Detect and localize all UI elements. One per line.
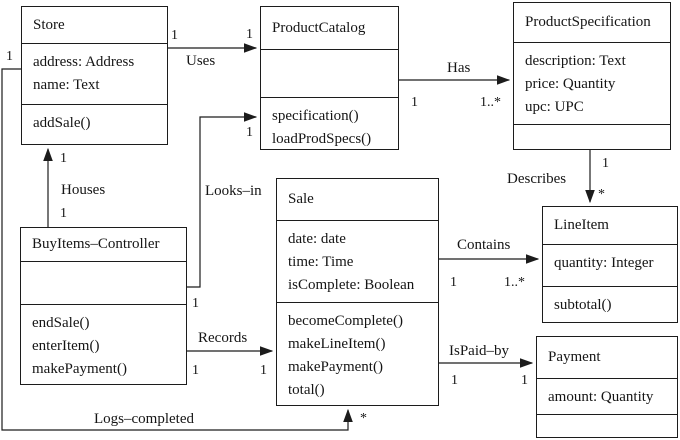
class-store-attributes: address: Address name: Text [22, 43, 167, 104]
class-buyitems-controller: BuyItems–Controller endSale() enterItem(… [20, 227, 187, 385]
method: makePayment() [32, 361, 127, 377]
attribute: time: Time [288, 254, 354, 270]
class-payment: Payment amount: Quantity [536, 336, 678, 438]
method: endSale() [32, 315, 90, 331]
ispaidby-label: IsPaid–by [449, 343, 509, 359]
uses-target-multiplicity: 1 [246, 27, 253, 42]
has-target-multiplicity: 1..* [480, 95, 501, 110]
class-store-name: Store [33, 16, 65, 33]
class-sale: Sale date: date time: Time isComplete: B… [276, 178, 439, 406]
attribute: quantity: Integer [554, 255, 654, 271]
class-buyitems-controller-name: BuyItems–Controller [32, 236, 160, 252]
describes-label: Describes [507, 171, 567, 187]
method: subtotal() [554, 297, 612, 313]
logscompleted-label: Logs–completed [94, 411, 194, 427]
records-target-multiplicity: 1 [260, 363, 267, 378]
attribute: name: Text [33, 77, 100, 93]
houses-target-multiplicity: 1 [60, 151, 67, 166]
attribute: address: Address [33, 54, 135, 70]
describes-target-multiplicity: * [598, 187, 605, 202]
method: specification() [272, 108, 359, 124]
class-payment-methods [537, 414, 677, 437]
uses-label: Uses [186, 53, 216, 69]
class-productcatalog-attributes [261, 49, 398, 97]
logscompleted-source-multiplicity: 1 [6, 49, 13, 64]
class-lineitem-attributes: quantity: Integer [543, 244, 677, 286]
class-payment-attributes: amount: Quantity [537, 378, 677, 414]
class-sale-name: Sale [288, 191, 314, 207]
class-sale-attributes: date: date time: Time isComplete: Boolea… [277, 220, 438, 302]
looksin-line [187, 112, 258, 288]
class-payment-name: Payment [548, 349, 601, 365]
method: becomeComplete() [288, 313, 403, 329]
class-productspecification-methods [514, 124, 670, 149]
describes-source-multiplicity: 1 [602, 156, 609, 171]
class-lineitem-methods: subtotal() [543, 286, 677, 322]
class-store: Store address: Address name: Text addSal… [21, 6, 168, 145]
method: enterItem() [32, 338, 100, 354]
houses-label: Houses [61, 182, 106, 198]
attribute: upc: UPC [525, 99, 584, 115]
class-lineitem-name: LineItem [554, 217, 609, 233]
looksin-source-multiplicity: 1 [192, 296, 199, 311]
class-productcatalog-name: ProductCatalog [272, 19, 366, 36]
looksin-target-multiplicity: 1 [246, 125, 253, 140]
class-buyitems-controller-attributes [21, 261, 186, 304]
records-source-multiplicity: 1 [192, 363, 199, 378]
class-sale-methods: becomeComplete() makeLineItem() makePaym… [277, 302, 438, 405]
contains-target-multiplicity: 1..* [504, 275, 525, 290]
method: makePayment() [288, 359, 383, 375]
class-store-methods: addSale() [22, 104, 167, 144]
method: loadProdSpecs() [272, 131, 372, 147]
attribute: description: Text [525, 53, 626, 69]
uses-source-multiplicity: 1 [171, 28, 178, 43]
records-label: Records [198, 330, 248, 346]
attribute: isComplete: Boolean [288, 277, 415, 293]
has-label: Has [447, 60, 471, 76]
class-buyitems-controller-methods: endSale() enterItem() makePayment() [21, 304, 186, 384]
method: makeLineItem() [288, 336, 386, 352]
has-source-multiplicity: 1 [411, 95, 418, 110]
contains-label: Contains [457, 237, 511, 253]
class-productspecification: ProductSpecification description: Text p… [513, 2, 671, 150]
houses-source-multiplicity: 1 [60, 206, 67, 221]
attribute: amount: Quantity [548, 389, 654, 405]
method: total() [288, 382, 325, 398]
class-lineitem: LineItem quantity: Integer subtotal() [542, 206, 678, 323]
ispaidby-target-multiplicity: 1 [521, 373, 528, 388]
attribute: date: date [288, 231, 346, 247]
class-productspecification-attributes: description: Text price: Quantity upc: U… [514, 42, 670, 124]
class-productcatalog: ProductCatalog specification() loadProdS… [260, 6, 399, 150]
attribute: price: Quantity [525, 76, 616, 92]
contains-source-multiplicity: 1 [450, 275, 457, 290]
class-productcatalog-methods: specification() loadProdSpecs() [261, 97, 398, 149]
logscompleted-target-multiplicity: * [360, 411, 367, 426]
looksin-label: Looks–in [205, 183, 262, 199]
method: addSale() [33, 115, 91, 131]
class-productspecification-name: ProductSpecification [525, 14, 651, 30]
ispaidby-source-multiplicity: 1 [451, 373, 458, 388]
